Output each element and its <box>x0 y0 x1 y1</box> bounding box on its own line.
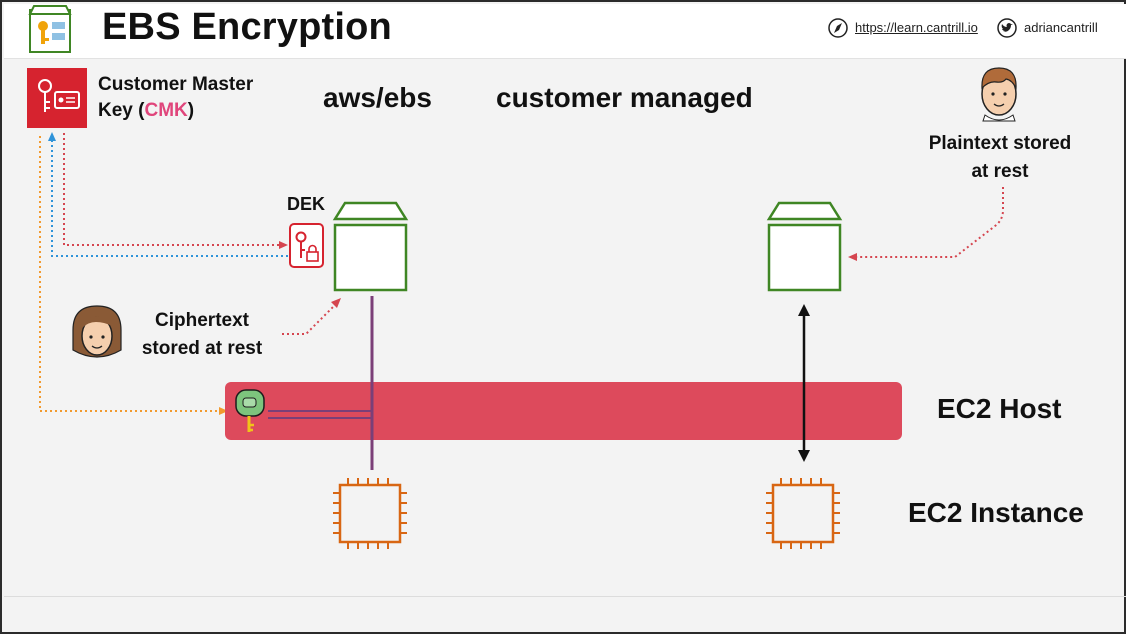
ciphertext-line1: Ciphertext <box>155 310 249 331</box>
footer-divider <box>4 596 1126 597</box>
customer-managed-label: customer managed <box>496 82 753 113</box>
aws-ebs-label: aws/ebs <box>323 82 432 113</box>
website-link[interactable]: https://learn.cantrill.io <box>855 20 978 35</box>
plaintext-label: Plaintext stored at rest <box>906 130 1094 186</box>
cmk-abbreviation: CMK <box>144 100 188 121</box>
ec2-instance-chip-icon <box>333 478 407 549</box>
ciphertext-line2: stored at rest <box>141 338 263 359</box>
header-bar <box>4 4 1126 59</box>
dek-key-icon <box>289 223 324 268</box>
data-path-lines <box>268 296 374 470</box>
cmk-dek-connectors <box>39 132 298 415</box>
twitter-handle-link[interactable]: adriancantrill <box>1024 20 1098 35</box>
male-avatar-icon <box>981 67 1017 122</box>
ebs-kms-logo-icon <box>28 5 72 53</box>
cmk-kms-icon <box>27 68 87 128</box>
ec2-host-bar <box>225 382 902 440</box>
ciphertext-label: Ciphertext stored at rest <box>118 307 286 363</box>
dek-label: DEK <box>287 194 326 214</box>
plaintext-line1: Plaintext stored <box>928 133 1072 154</box>
cmk-suffix: ) <box>187 100 195 121</box>
female-avatar-icon <box>72 305 122 358</box>
host-key-icon <box>235 389 265 432</box>
cmk-label-line1: Customer Master <box>98 74 254 95</box>
cmk-label: Customer Master Key (CMK) <box>98 72 253 124</box>
twitter-icon[interactable] <box>997 18 1017 38</box>
ebs-volume-plaintext-icon <box>766 201 843 292</box>
ec2-instance-chip-icon-right <box>766 478 840 549</box>
ciphertext-pointer <box>282 298 341 335</box>
cmk-prefix: Key ( <box>98 100 145 121</box>
ebs-volume-encrypted-icon <box>332 201 409 292</box>
cmk-label-line2: Key (CMK) <box>98 98 253 124</box>
compass-icon[interactable] <box>828 18 848 38</box>
ec2-instance-label: EC2 Instance <box>908 497 1084 528</box>
page-title: EBS Encryption <box>102 6 392 48</box>
plaintext-double-arrow <box>798 304 810 462</box>
ec2-host-label: EC2 Host <box>937 393 1062 424</box>
plaintext-pointer <box>848 187 1004 261</box>
plaintext-line2: at rest <box>971 161 1029 182</box>
